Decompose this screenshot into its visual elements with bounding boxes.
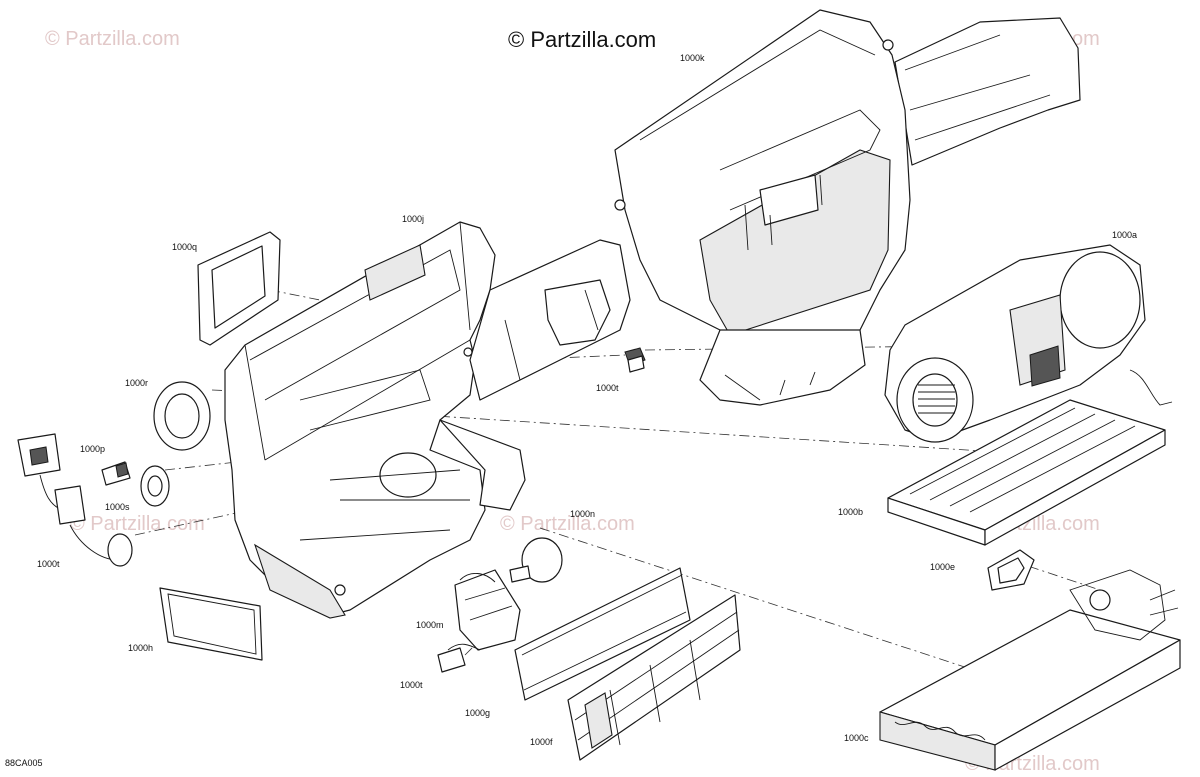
part-blower-1000a: 1000a	[884, 230, 1173, 443]
brand-watermark: © Partzilla.com	[508, 27, 656, 52]
part-lower-housing-1000j: 1000j	[224, 214, 631, 619]
callout-1000m: 1000m	[416, 620, 444, 630]
part-cap-1000n: 1000n	[509, 509, 595, 583]
part-wire-harness-1000t-left: 1000t	[17, 433, 133, 569]
part-grille-1000f: 1000f	[530, 594, 741, 761]
callout-1000h: 1000h	[128, 643, 153, 653]
part-gasket-1000e: 1000e	[930, 549, 1035, 591]
part-grommet-1000r: 1000r	[125, 378, 211, 451]
callout-1000t-left: 1000t	[37, 559, 60, 569]
callout-1000s: 1000s	[105, 502, 130, 512]
part-filter-1000b: 1000b	[838, 399, 1166, 546]
callout-1000t-bottom: 1000t	[400, 680, 423, 690]
part-bushing-1000s: 1000s	[105, 465, 170, 512]
callout-1000f: 1000f	[530, 737, 553, 747]
callout-1000c: 1000c	[844, 733, 869, 743]
part-panel-1000g: 1000g	[465, 567, 691, 718]
part-gasket-1000h: 1000h	[128, 587, 263, 661]
watermark-top-left: © Partzilla.com	[45, 28, 180, 50]
callout-1000t-mid: 1000t	[596, 383, 619, 393]
part-gasket-1000q: 1000q	[172, 231, 281, 346]
callout-1000b: 1000b	[838, 507, 863, 517]
callout-1000e: 1000e	[930, 562, 955, 572]
callout-1000p: 1000p	[80, 444, 105, 454]
callout-1000a: 1000a	[1112, 230, 1137, 240]
watermark-mid-center: © Partzilla.com	[500, 513, 635, 535]
part-upper-housing-1000k: 1000k	[614, 9, 1081, 406]
part-clip-1000t-mid: 1000t	[596, 347, 646, 393]
callout-1000n: 1000n	[570, 509, 595, 519]
callout-1000g: 1000g	[465, 708, 490, 718]
callout-1000j: 1000j	[402, 214, 424, 224]
part-connector-1000p: 1000p	[80, 444, 131, 486]
callout-1000q: 1000q	[172, 242, 197, 252]
part-actuator-1000m: 1000m 1000t	[400, 569, 521, 690]
callout-1000r: 1000r	[125, 378, 148, 388]
diagram-code: 88CA005	[5, 758, 43, 768]
watermark-mid-left: © Partzilla.com	[70, 513, 205, 535]
callout-1000k: 1000k	[680, 53, 705, 63]
part-evaporator-1000c: 1000c	[844, 569, 1181, 771]
